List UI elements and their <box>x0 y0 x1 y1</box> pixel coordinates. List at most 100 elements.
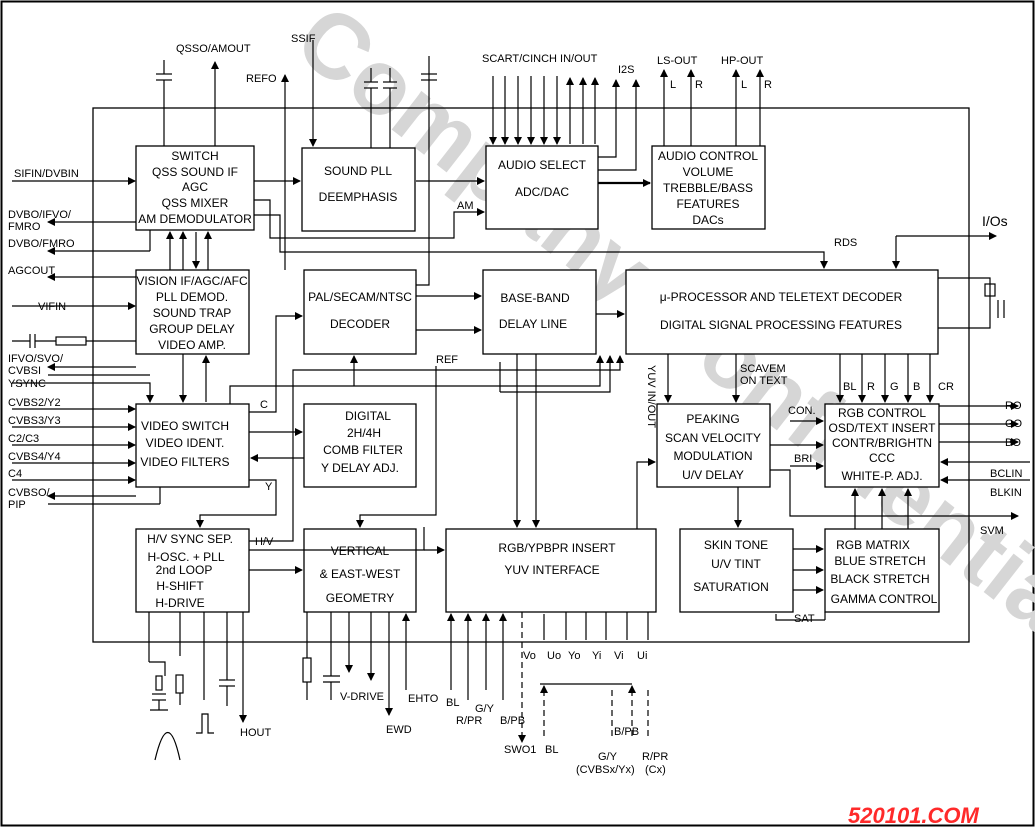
block-rgb-control-line: WHITE-P. ADJ. <box>841 469 922 483</box>
label-cvbso: CVBSO/ <box>8 487 51 499</box>
block-sound-pll: SOUND PLL DEEMPHASIS <box>301 147 416 232</box>
label-agcout: AGCOUT <box>8 265 55 277</box>
block-skin-tone: SKIN TONE U/V TINT SATURATION <box>679 528 794 613</box>
label-cvbsi: CVBSI <box>8 365 41 377</box>
block-rgb-matrix-line: GAMMA CONTROL <box>831 592 938 606</box>
label-r1: R <box>695 79 703 91</box>
block-sound-if-line: AM DEMODULATOR <box>138 212 252 226</box>
label-g-in: G <box>890 381 899 393</box>
label-bo: BO <box>1005 437 1021 449</box>
label-cr-in: CR <box>938 381 954 393</box>
label-blkin: BLKIN <box>990 487 1022 499</box>
label-refo: REFO <box>246 73 277 85</box>
label-b-in: B <box>913 381 920 393</box>
block-peaking: PEAKING SCAN VELOCITY MODULATION U/V DEL… <box>656 403 771 488</box>
block-video-switch: VIDEO SWITCH VIDEO IDENT. VIDEO FILTERS <box>135 403 250 488</box>
label-gy-2: G/Y <box>598 751 618 763</box>
block-hv-sync-line: H/V SYNC SEP. <box>147 532 233 546</box>
label-vifin: VIFIN <box>38 301 66 313</box>
label-i2s: I2S <box>618 64 635 76</box>
label-vi: Vi <box>614 650 624 662</box>
label-y: Y <box>265 481 273 493</box>
label-cvbs3: CVBS3/Y3 <box>8 415 61 427</box>
block-audio-control-line: AUDIO CONTROL <box>658 149 758 163</box>
label-l2: L <box>741 79 747 91</box>
label-bl-in: BL <box>843 381 856 393</box>
block-pal-decoder: PAL/SECAM/NTSC DECODER <box>303 269 417 355</box>
block-hv-sync-line: H-DRIVE <box>155 596 204 610</box>
block-vision-if-line: VISION IF/AGC/AFC <box>136 274 248 288</box>
label-hout: HOUT <box>240 727 271 739</box>
block-vision-if-line: VIDEO AMP. <box>158 338 226 352</box>
label-ssif: SSIF <box>291 33 316 45</box>
block-baseband: BASE-BAND DELAY LINE <box>482 269 597 355</box>
label-on-text: ON TEXT <box>740 375 788 387</box>
block-vision-if-line: SOUND TRAP <box>153 306 231 320</box>
block-baseband-line: BASE-BAND <box>500 291 570 305</box>
label-cvbs4: CVBS4/Y4 <box>8 451 61 463</box>
label-bl-bottom: BL <box>446 697 459 709</box>
block-comb-filter-line: COMB FILTER <box>323 443 403 457</box>
label-r-in: R <box>867 381 875 393</box>
label-l1: L <box>670 79 676 91</box>
block-skin-tone-line: SATURATION <box>693 580 769 594</box>
block-audio-select: AUDIO SELECT ADC/DAC <box>485 145 599 230</box>
block-hv-sync: H/V SYNC SEP. H-OSC. + PLL 2nd LOOP H-SH… <box>135 528 250 613</box>
block-audio-control: AUDIO CONTROL VOLUME TREBBLE/BASS FEATUR… <box>651 145 766 230</box>
label-rpr-2: R/PR <box>642 751 668 763</box>
block-comb-filter: DIGITAL 2H/4H COMB FILTER Y DELAY ADJ. <box>303 403 417 488</box>
block-comb-filter-line: DIGITAL <box>345 409 391 423</box>
label-bpb: B/PB <box>500 715 525 727</box>
label-con: CON. <box>788 405 816 417</box>
label-ehto: EHTO <box>408 693 439 705</box>
block-comb-filter-line: 2H/4H <box>347 426 381 440</box>
label-scart: SCART/CINCH IN/OUT <box>482 53 598 65</box>
block-peaking-line: PEAKING <box>686 412 739 426</box>
block-rgb-matrix: RGB MATRIX BLUE STRETCH BLACK STRETCH GA… <box>824 528 940 613</box>
block-processor-line: μ-PROCESSOR AND TELETEXT DECODER <box>660 290 903 304</box>
label-ref: REF <box>436 354 458 366</box>
block-vertical-line: GEOMETRY <box>326 591 394 605</box>
block-hv-sync-line: H-SHIFT <box>156 579 204 593</box>
label-svm: SVM <box>980 525 1004 537</box>
label-fmro: FMRO <box>8 221 41 233</box>
label-dvbo1: DVBO/IFVO/ <box>8 209 72 221</box>
block-rgb-control-line: CONTR/BRIGHTN <box>832 436 932 450</box>
block-comb-filter-line: Y DELAY ADJ. <box>321 461 399 475</box>
label-rpr: R/PR <box>456 715 482 727</box>
block-video-switch-line: VIDEO SWITCH <box>141 419 229 433</box>
block-vision-if-line: GROUP DELAY <box>149 322 235 336</box>
label-cvbs2: CVBS2/Y2 <box>8 397 61 409</box>
connection-wires <box>12 40 1030 761</box>
block-skin-tone-line: SKIN TONE <box>704 538 768 552</box>
block-sound-if-line: AGC <box>182 180 208 194</box>
label-qsso: QSSO/AMOUT <box>176 43 251 55</box>
block-hv-sync-line: 2nd LOOP <box>156 563 213 577</box>
label-c4: C4 <box>8 468 22 480</box>
block-processor: μ-PROCESSOR AND TELETEXT DECODER DIGITAL… <box>625 269 939 355</box>
block-video-switch-line: VIDEO FILTERS <box>140 455 229 469</box>
block-peaking-line: U/V DELAY <box>682 468 744 482</box>
block-vertical-line: VERTICAL <box>331 544 390 558</box>
label-am: AM <box>457 200 474 212</box>
site-mark: 520101.COM <box>848 803 980 827</box>
label-dvbo2: DVBO/FMRO <box>8 238 75 250</box>
label-vdrive: V-DRIVE <box>340 691 384 703</box>
label-bri: BRI <box>794 453 812 465</box>
block-processor-line: DIGITAL SIGNAL PROCESSING FEATURES <box>660 318 902 332</box>
label-ewd: EWD <box>386 724 412 736</box>
block-rgb-matrix-line: RGB MATRIX <box>836 538 910 552</box>
block-sound-if: SWITCH QSS SOUND IF AGC QSS MIXER AM DEM… <box>135 145 255 231</box>
label-bl-bottom-2: BL <box>545 744 558 756</box>
block-rgb-insert-line: RGB/YPBPR INSERT <box>498 541 616 555</box>
label-ui: Ui <box>637 650 647 662</box>
label-vo: Vo <box>523 650 536 662</box>
block-sound-pll-line: SOUND PLL <box>324 164 392 178</box>
label-hp-out: HP-OUT <box>721 55 763 67</box>
block-baseband-line: DELAY LINE <box>499 317 567 331</box>
label-pip: PIP <box>8 499 26 511</box>
block-audio-control-line: VOLUME <box>683 165 734 179</box>
block-rgb-matrix-line: BLACK STRETCH <box>830 572 929 586</box>
block-vertical: VERTICAL & EAST-WEST GEOMETRY <box>303 528 417 613</box>
